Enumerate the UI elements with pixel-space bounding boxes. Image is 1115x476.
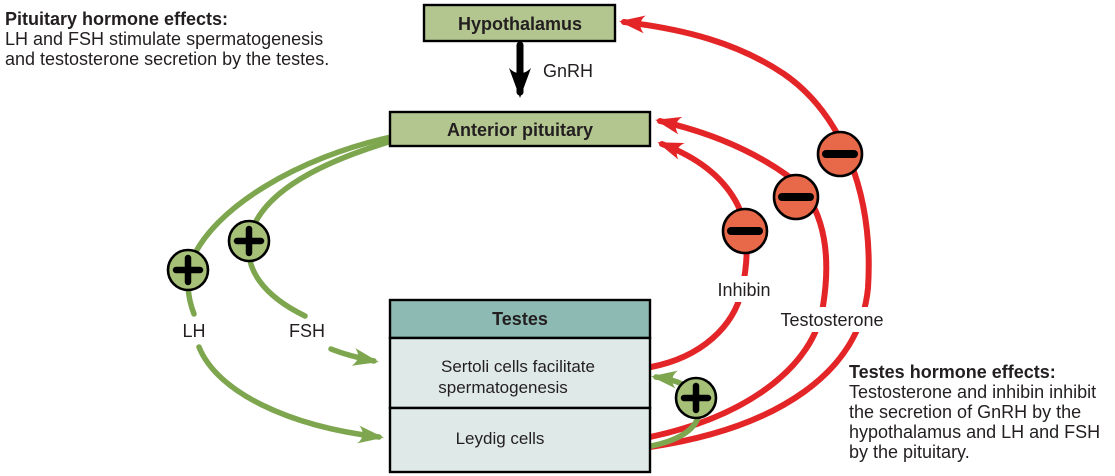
anterior-pituitary-label: Anterior pituitary (447, 120, 593, 140)
hypothalamus-box (422, 3, 617, 43)
minus-circle-icon (772, 173, 820, 221)
sertoli-label-line1: Sertoli cells facilitate (441, 357, 595, 376)
testes-effects-line: by the pituitary. (849, 442, 970, 462)
sertoli-cells-box (388, 336, 652, 410)
pituitary-effects-title: Pituitary hormone effects: (5, 9, 228, 29)
minus-circle-icon (816, 130, 864, 178)
testes-effects-annotation: Testes hormone effects: Testosterone and… (849, 362, 1100, 462)
testes-effects-line: hypothalamus and LH and FSH (849, 422, 1100, 442)
pituitary-effects-line: and testosterone secretion by the testes… (5, 49, 329, 69)
gnrh-label: GnRH (543, 61, 593, 81)
anterior-pituitary-box (388, 110, 652, 148)
fsh-arrow-upper-segment (246, 138, 395, 319)
testosterone-label-gap (772, 307, 892, 332)
plus-circle-icon (227, 219, 271, 263)
testosterone-hypothalamus-feedback-arrow (619, 15, 872, 450)
testosterone-label: Testosterone (780, 310, 883, 330)
leydig-label: Leydig cells (456, 429, 545, 448)
testes-effects-title: Testes hormone effects: (849, 362, 1056, 382)
testosterone-pituitary-feedback-arrow (647, 116, 830, 440)
testes-effects-line: the secretion of GnRH by the (849, 402, 1081, 422)
inhibin-feedback-arrow (648, 141, 750, 370)
fsh-label: FSH (289, 321, 325, 341)
plus-circle-icon (674, 376, 718, 420)
lh-arrow-lower-segment (196, 344, 384, 444)
inhibin-label: Inhibin (717, 280, 770, 300)
testes-effects-line: Testosterone and inhibin inhibit (849, 382, 1096, 402)
pituitary-effects-annotation: Pituitary hormone effects: LH and FSH st… (5, 9, 329, 69)
plus-sign (172, 254, 204, 286)
lh-label: LH (182, 321, 205, 341)
fsh-arrow-lower-segment (328, 346, 379, 366)
plus-sign (233, 225, 265, 257)
lh-arrow-upper-segment (185, 134, 394, 317)
hypothalamus-label: Hypothalamus (458, 14, 582, 34)
leydig-cells-box (388, 406, 652, 474)
sertoli-label-line2: spermatogenesis (438, 378, 567, 397)
testes-label: Testes (492, 309, 548, 329)
pituitary-effects-line: LH and FSH stimulate spermatogenesis (5, 29, 323, 49)
plus-circle-icon (166, 248, 210, 292)
plus-sign (680, 382, 712, 414)
inhibin-label-gap (711, 276, 779, 302)
minus-circle-icon (721, 207, 769, 255)
